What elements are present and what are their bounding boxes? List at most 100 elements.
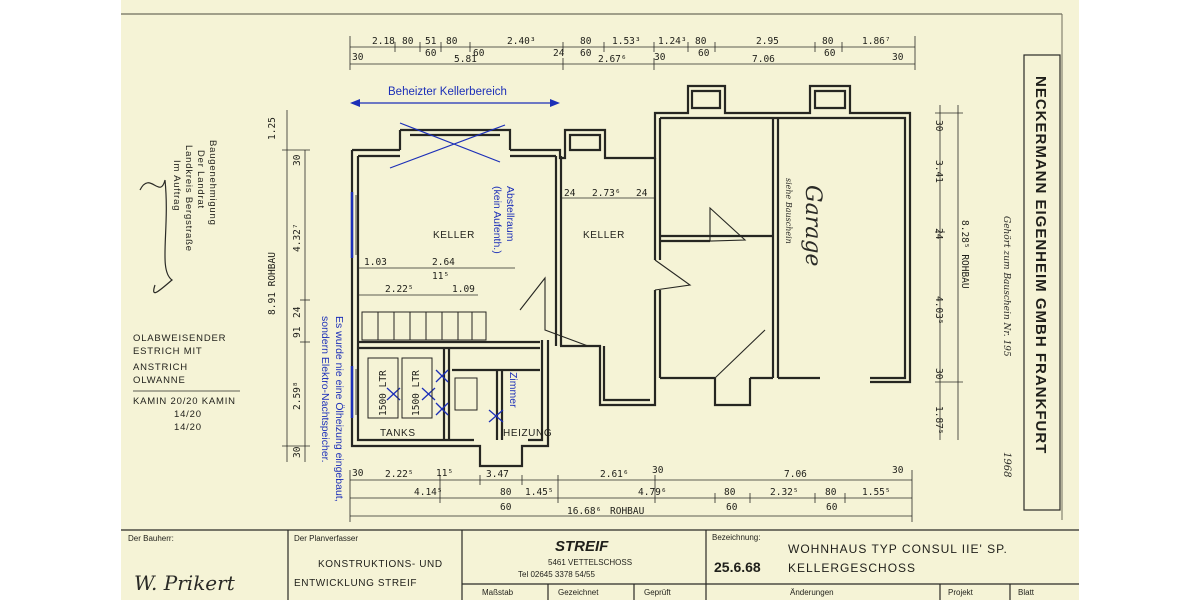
company-phone: Tel 02645 3378 54/55 (518, 570, 596, 579)
bottom-dim-total-label: ROHBAU (610, 506, 645, 517)
legend-line-1: OLABWEISENDER (133, 333, 226, 344)
bottom-dim-r3-3: 60 (826, 502, 838, 513)
floor-plan-walls (350, 84, 912, 468)
interior-dim-5: 1.09 (452, 284, 475, 295)
approval-stamp: Baugenehmigung Der Landrat Landkreis Ber… (139, 140, 218, 294)
bottom-dim-r2-1: 4.14⁵ (414, 487, 443, 498)
legend-line-7: 14/20 (174, 422, 202, 433)
right-dim-b: 3.41 (933, 160, 944, 183)
bottom-dim-2: 2.22⁵ (385, 469, 414, 480)
right-dim-c: 24 (933, 228, 944, 240)
bottom-dim-5: 2.61⁶ (600, 469, 629, 480)
top-dim-r2-4: 24 (553, 48, 565, 59)
left-dim-mid: 4.32⁷ (292, 223, 303, 252)
top-dim-r2-2: 60 (425, 48, 437, 59)
legend-line-3: ANSTRICH (133, 362, 188, 373)
left-dim-30b: 30 (292, 446, 303, 458)
stamp-line-1: Baugenehmigung (207, 140, 218, 226)
top-dim-4: 80 (446, 36, 458, 47)
zimmer-label: Zimmer (507, 372, 519, 408)
stamp-line-4: Im Auftrag (171, 160, 182, 211)
vertical-permit-note: Gehört zum Bauschein Nr. 195 (1001, 216, 1011, 357)
heated-area-label: Beheizter Kellerbereich (388, 86, 507, 98)
left-dim-91: 91 (292, 326, 303, 338)
room-heizung: HEIZUNG (503, 428, 552, 439)
legend-notes: OLABWEISENDER ESTRICH MIT ANSTRICH OLWAN… (133, 333, 240, 433)
right-dim-a: 30 (933, 120, 944, 132)
legend-line-5: KAMIN 20/20 KAMIN (133, 396, 236, 407)
interior-dim-8: 24 (636, 188, 648, 199)
col-project: Projekt (948, 588, 974, 597)
top-dim-11: 80 (822, 36, 834, 47)
top-dim-10: 2.95 (756, 36, 779, 47)
left-dim-lower: 2.59⁸ (292, 381, 303, 410)
stairs (361, 311, 487, 341)
right-dim-outer: 8.28⁵ ROHBAU (959, 220, 970, 289)
vertical-title-frame (1023, 54, 1061, 511)
bottom-dim-8: 30 (892, 465, 904, 476)
col-changes: Änderungen (790, 588, 834, 597)
interior-dim-6: 24 (564, 188, 576, 199)
right-dim-e: 30 (933, 368, 944, 380)
heated-area-arrow (350, 99, 560, 107)
top-dim-r2-6: 30 (654, 52, 666, 63)
title-block-frame (121, 529, 1079, 600)
tank-1-label: 1500 LTR (378, 370, 389, 416)
interior-dim-1: 1.03 (364, 257, 387, 268)
top-dimension-chain (349, 36, 916, 70)
top-dim-r3-2: 2.67⁶ (598, 54, 627, 65)
vertical-company-title: NECKERMANN EIGENHEIM GMBH FRANKFURT (1032, 76, 1049, 454)
vertical-year: 1968 (1001, 452, 1012, 477)
room-keller-left: KELLER (433, 230, 475, 241)
owner-label: Der Bauherr: (128, 534, 174, 543)
top-dim-r2-7: 60 (698, 48, 710, 59)
bottom-dim-r2-5: 80 (724, 487, 736, 498)
top-dim-3: 51 (425, 36, 437, 47)
bottom-dim-1: 30 (352, 468, 364, 479)
drawing-title-2: KELLERGESCHOSS (788, 561, 916, 575)
oil-tanks (367, 357, 478, 419)
room-keller-mid: KELLER (583, 230, 625, 241)
side-note-line-2: sondern Elektro-Nachtspeicher. (319, 316, 331, 463)
left-dim-top: 1.25 (267, 117, 278, 140)
company-logo: STREIF (555, 538, 609, 555)
top-dim-2: 80 (402, 36, 414, 47)
interior-dim-lines (358, 197, 655, 296)
top-dim-1: 2.18 (372, 36, 395, 47)
bottom-dimension-chain (349, 470, 913, 522)
room-garage: Garage (800, 185, 825, 266)
left-dim-24: 24 (292, 306, 303, 318)
tank-2-label: 1500 LTR (411, 370, 422, 416)
right-dim-d: 4.03⁵ (933, 296, 944, 325)
left-dim-outer: 8.91 ROHBAU (267, 252, 278, 315)
owner-signature: W. Prikert (134, 571, 236, 595)
company-place: 5461 VETTELSCHOSS (548, 558, 632, 567)
stamp-line-2: Der Landrat (195, 150, 206, 209)
planner-line-2: ENTWICKLUNG STREIF (294, 578, 417, 589)
door-swings (519, 206, 766, 379)
top-dim-8: 1.24³ (658, 36, 687, 47)
drawing-date: 25.6.68 (714, 559, 761, 575)
col-scale: Maßstab (482, 588, 514, 597)
paper-sheet (121, 0, 1079, 600)
bottom-dim-r2-6: 2.32⁵ (770, 487, 799, 498)
top-dim-r2-8: 60 (824, 48, 836, 59)
interior-dim-7: 2.73⁶ (592, 188, 621, 199)
col-drawn: Gezeichnet (558, 588, 599, 597)
legend-line-2: ESTRICH MIT (133, 346, 203, 357)
top-dim-r2-1: 30 (352, 52, 364, 63)
col-sheet: Blatt (1018, 588, 1035, 597)
top-dim-r3-1: 5.81 (454, 54, 477, 65)
bottom-dim-r3-1: 60 (500, 502, 512, 513)
bottom-dim-3: 11⁵ (436, 468, 453, 479)
top-dim-9: 80 (695, 36, 707, 47)
top-dim-r3-3: 7.06 (752, 54, 775, 65)
planner-line-1: KONSTRUKTIONS- UND (318, 559, 443, 570)
right-dimension-chain (935, 105, 963, 440)
planner-label: Der Planverfasser (294, 534, 358, 543)
bottom-dim-6: 30 (652, 465, 664, 476)
bottom-dim-r2-3: 1.45⁵ (525, 487, 554, 498)
bottom-dim-4: 3.47 (486, 469, 509, 480)
interior-dim-3: 11⁵ (432, 271, 449, 282)
bottom-dim-r3-2: 60 (726, 502, 738, 513)
